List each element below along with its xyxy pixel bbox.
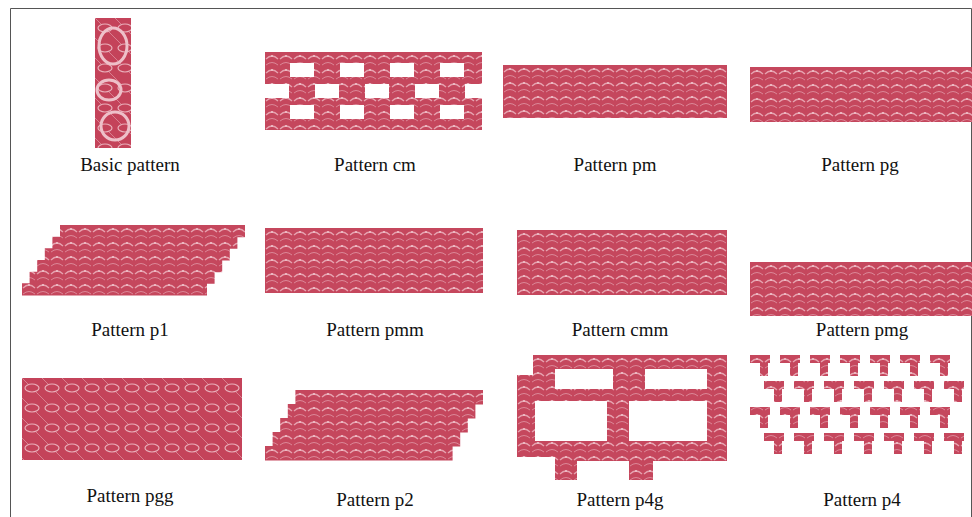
motif-outline xyxy=(101,112,129,140)
pattern-gap xyxy=(465,84,482,98)
pattern-caption: Pattern p4 xyxy=(823,489,901,511)
pattern-gap xyxy=(365,84,389,98)
pattern-figure: Pattern cm xyxy=(265,52,482,130)
pattern-gap xyxy=(415,84,439,98)
pattern-gap xyxy=(629,401,707,441)
pattern-figure: Basic pattern xyxy=(95,18,131,148)
pattern-image xyxy=(22,378,242,460)
pattern-gap xyxy=(390,63,414,77)
pattern-image xyxy=(750,67,972,122)
pattern-caption: Pattern pgg xyxy=(86,485,173,507)
pattern-tile xyxy=(22,225,245,296)
pattern-gap xyxy=(577,461,629,480)
pattern-figure: Pattern pm xyxy=(503,65,727,118)
pattern-tile xyxy=(22,378,242,460)
pattern-caption: Pattern pg xyxy=(821,154,899,176)
pattern-image xyxy=(517,355,727,480)
pattern-gap xyxy=(315,84,339,98)
pattern-figure: Pattern pmm xyxy=(265,228,483,293)
pattern-gap xyxy=(290,63,314,77)
pattern-figure: Pattern p4g xyxy=(517,355,727,480)
pattern-gap xyxy=(517,457,555,480)
pattern-figure: Pattern cmm xyxy=(517,230,727,295)
pattern-image xyxy=(22,225,245,295)
pattern-caption: Pattern p2 xyxy=(336,489,414,511)
pattern-gap xyxy=(555,369,613,389)
pattern-caption: Pattern cm xyxy=(334,154,416,176)
pattern-figure: Pattern p4 xyxy=(750,355,968,480)
motif-outline xyxy=(99,28,127,64)
pattern-gap xyxy=(653,461,727,480)
pattern-gap xyxy=(340,105,364,119)
pattern-gap xyxy=(390,105,414,119)
pattern-tile xyxy=(750,67,972,122)
pattern-image xyxy=(95,18,131,148)
pattern-tile xyxy=(95,18,131,148)
pattern-image xyxy=(503,65,727,118)
pattern-tile xyxy=(517,355,727,480)
motif-outline xyxy=(97,80,121,100)
pattern-figure: Pattern p1 xyxy=(22,225,245,295)
pattern-tile xyxy=(750,262,972,316)
pattern-gap xyxy=(645,369,707,389)
pattern-figure: Pattern p2 xyxy=(265,390,483,460)
pattern-gap xyxy=(517,355,533,375)
pattern-image xyxy=(517,230,727,295)
pattern-caption: Pattern pm xyxy=(574,154,657,176)
pattern-image xyxy=(750,262,972,316)
pattern-tile xyxy=(265,52,482,130)
pattern-gap xyxy=(265,84,289,98)
pattern-caption: Pattern p4g xyxy=(576,489,663,511)
pattern-tile xyxy=(503,65,727,118)
pattern-caption: Basic pattern xyxy=(80,154,180,176)
pattern-caption: Pattern cmm xyxy=(572,319,669,341)
pattern-tile xyxy=(750,355,964,454)
pattern-caption: Pattern pmm xyxy=(326,319,424,341)
pattern-image xyxy=(265,228,483,293)
pattern-image xyxy=(265,52,482,130)
pattern-tile xyxy=(265,390,483,461)
pattern-gap xyxy=(535,401,607,441)
pattern-figure: Pattern pmg xyxy=(750,262,972,316)
pattern-image xyxy=(750,355,968,480)
pattern-gap xyxy=(290,105,314,119)
frame-border xyxy=(11,9,972,517)
pattern-caption: Pattern pmg xyxy=(816,319,908,341)
pattern-tile xyxy=(265,228,483,293)
pattern-figure: Pattern pg xyxy=(750,67,972,122)
pattern-image xyxy=(265,390,483,460)
pattern-figure: Pattern pgg xyxy=(22,378,242,460)
pattern-caption: Pattern p1 xyxy=(91,319,169,341)
pattern-gap xyxy=(440,105,464,119)
pattern-gap xyxy=(440,63,464,77)
pattern-gap xyxy=(340,63,364,77)
pattern-tile xyxy=(517,230,727,295)
